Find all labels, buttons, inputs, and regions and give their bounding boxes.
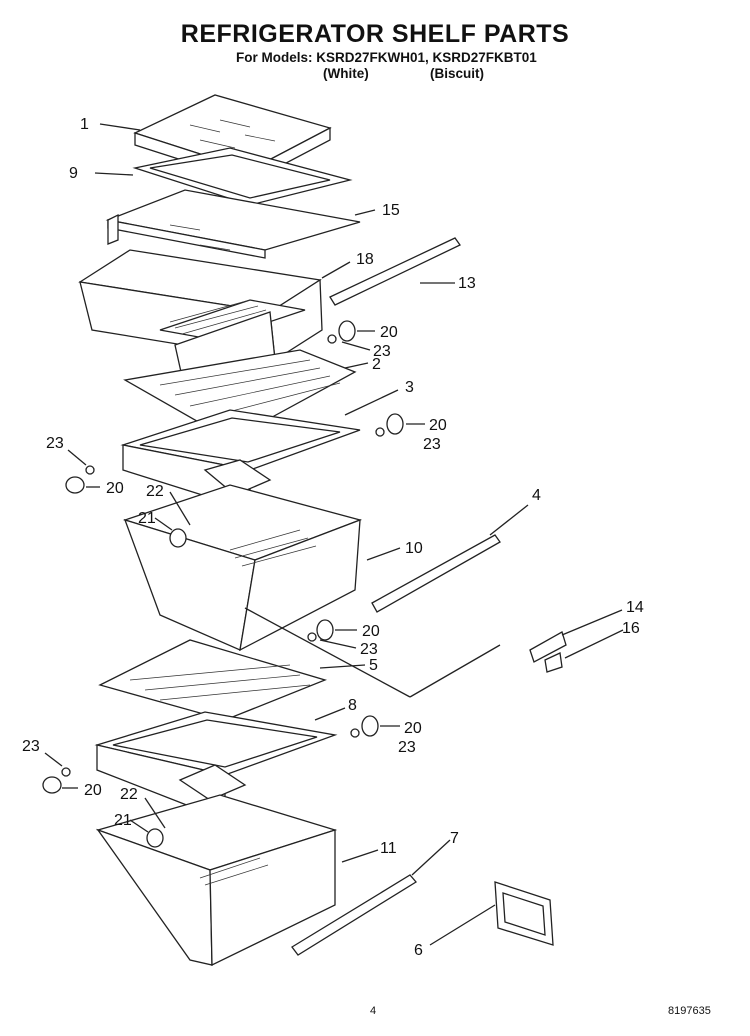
color-white: (White) [323, 66, 369, 81]
part-14-bracket [529, 631, 567, 673]
part-4-rail [371, 534, 501, 613]
page-number: 4 [370, 1005, 377, 1017]
callout-20f: 20 [84, 782, 102, 799]
callout-1: 1 [80, 116, 89, 133]
callout-18: 18 [356, 251, 374, 268]
page-title: REFRIGERATOR SHELF PARTS [180, 20, 570, 48]
callout-20e: 20 [404, 720, 422, 737]
callout-21a: 21 [138, 510, 156, 527]
roller-21-a [169, 528, 187, 548]
roller-21-b [146, 828, 164, 848]
roller-20-a [338, 320, 356, 342]
part-5-shelf-cover [98, 639, 327, 721]
callout-21b: 21 [114, 812, 132, 829]
roller-20-d [316, 619, 334, 641]
screw-23-f [61, 767, 71, 777]
screw-23-b [375, 427, 385, 437]
color-biscuit: (Biscuit) [430, 66, 484, 81]
callout-11: 11 [380, 840, 397, 857]
callout-23d: 23 [360, 641, 378, 658]
callout-8: 8 [348, 697, 357, 714]
callout-20c: 20 [106, 480, 124, 497]
roller-20-e [361, 715, 379, 737]
screw-23-c [85, 465, 95, 475]
callout-15: 15 [382, 202, 400, 219]
callout-16: 16 [622, 620, 640, 637]
callout-2: 2 [372, 356, 381, 373]
callout-10: 10 [405, 540, 423, 557]
part-10-crisper-drawer [122, 484, 363, 652]
part-7-rail [291, 874, 417, 956]
callout-20b: 20 [429, 417, 447, 434]
callout-23b: 23 [423, 436, 441, 453]
screw-23-a [327, 334, 337, 344]
leader-lines [44, 123, 624, 946]
part-13-rail [329, 237, 461, 306]
callout-7: 7 [450, 830, 459, 847]
models-line: For Models: KSRD27FKWH01, KSRD27FKBT01 [236, 50, 537, 65]
callout-23c: 23 [46, 435, 64, 452]
part-2-shelf-cover [123, 349, 357, 441]
callout-13: 13 [458, 275, 476, 292]
callout-20d: 20 [362, 623, 380, 640]
roller-20-b [386, 413, 404, 435]
part-15-glass-insert [105, 189, 361, 259]
roller-20-c [65, 476, 85, 494]
part-6-bracket [494, 881, 554, 946]
callout-23f: 23 [22, 738, 40, 755]
part-8-drawer-frame [94, 711, 338, 821]
callout-4: 4 [532, 487, 541, 504]
callout-22b: 22 [120, 786, 138, 803]
callout-9: 9 [69, 165, 78, 182]
screw-23-e [350, 728, 360, 738]
screw-23-d [307, 632, 317, 642]
callout-labels: 1 9 15 18 13 20 23 2 3 20 23 23 20 22 21… [22, 116, 644, 959]
callout-22a: 22 [146, 483, 164, 500]
doc-number: 8197635 [668, 1005, 711, 1017]
part-9-shelf-frame [132, 147, 353, 206]
callout-23e: 23 [398, 739, 416, 756]
part-11-crisper-drawer [95, 794, 338, 967]
callout-6: 6 [414, 942, 423, 959]
callout-20a: 20 [380, 324, 398, 341]
callout-23a: 23 [373, 343, 391, 360]
callout-5: 5 [369, 657, 378, 674]
roller-20-f [42, 776, 62, 794]
callout-3: 3 [405, 379, 414, 396]
callout-14: 14 [626, 599, 644, 616]
